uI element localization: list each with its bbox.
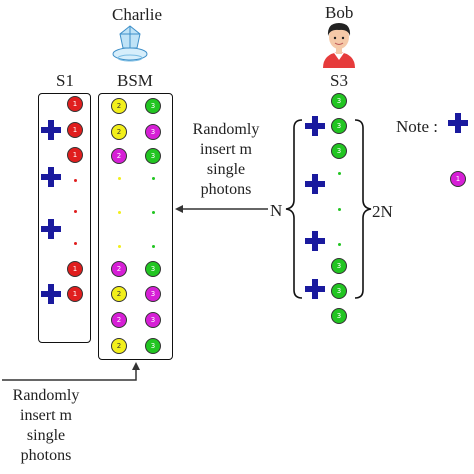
bsm-right-dot (151, 210, 155, 214)
bsm-left-photon-magenta: 2 (111, 148, 127, 164)
insert-arrow-bottom (2, 368, 137, 381)
n-label: N (270, 201, 283, 220)
s1-photon-red: 1 (67, 286, 83, 302)
two-n-label: 2N (372, 202, 393, 221)
s1-label: S1 (56, 71, 74, 90)
bsm-label: BSM (117, 71, 153, 90)
plus-basis-icon (41, 167, 61, 187)
s1-photon-red: 1 (67, 122, 83, 138)
s3-right-brace (354, 119, 372, 299)
s3-photon-green: 3 (331, 93, 347, 109)
bsm-right-dot (151, 244, 155, 248)
plus-basis-icon (305, 174, 325, 194)
bsm-left-photon-yellow: 2 (111, 286, 127, 302)
bsm-left-photon-yellow: 2 (111, 98, 127, 114)
s1-dot (73, 209, 77, 213)
bsm-right-photon-magenta: 3 (145, 286, 161, 302)
plus-basis-icon (305, 231, 325, 251)
bsm-right-photon-green: 3 (145, 338, 161, 354)
bsm-right-photon-green: 3 (145, 261, 161, 277)
s1-photon-red: 1 (67, 96, 83, 112)
bsm-left-photon-yellow: 2 (111, 338, 127, 354)
plus-basis-icon (41, 120, 61, 140)
s3-photon-green: 3 (331, 118, 347, 134)
s3-dot (337, 171, 341, 175)
s1-dot (73, 178, 77, 182)
insert-text-right: Randomly insert m single photons (192, 121, 260, 198)
bsm-left-photon-magenta: 2 (111, 261, 127, 277)
s1-photon-red: 1 (67, 261, 83, 277)
bsm-right-photon-magenta: 3 (145, 312, 161, 328)
s3-dot (337, 207, 341, 211)
bsm-right-photon-green: 3 (145, 98, 161, 114)
plus-basis-icon (41, 219, 61, 239)
bsm-left-dot (117, 176, 121, 180)
note-plus-icon (448, 113, 468, 133)
bsm-right-dot (151, 176, 155, 180)
bsm-left-photon-magenta: 2 (111, 312, 127, 328)
bsm-left-dot (117, 244, 121, 248)
s3-photon-green: 3 (331, 283, 347, 299)
bsm-left-dot (117, 210, 121, 214)
s3-photon-green: 3 (331, 258, 347, 274)
note-label: Note : (396, 117, 439, 136)
s3-label: S3 (330, 71, 348, 90)
bsm-right-photon-magenta: 3 (145, 124, 161, 140)
bsm-sequence-box (98, 93, 173, 360)
plus-basis-icon (305, 279, 325, 299)
charlie-label: Charlie (112, 5, 163, 24)
s1-photon-red: 1 (67, 147, 83, 163)
plus-basis-icon (305, 116, 325, 136)
bsm-right-photon-green: 3 (145, 148, 161, 164)
plus-basis-icon (41, 284, 61, 304)
s3-photon-green: 3 (331, 143, 347, 159)
bob-label: Bob (325, 3, 354, 22)
s3-photon-green: 3 (331, 308, 347, 324)
s1-sequence-box (38, 93, 91, 343)
bsm-left-photon-yellow: 2 (111, 124, 127, 140)
s1-dot (73, 241, 77, 245)
s3-dot (337, 242, 341, 246)
insert-text-bottom: Randomly insert m single photons (12, 387, 80, 464)
s3-left-brace (285, 119, 303, 299)
note-photon-magenta: 1 (450, 171, 466, 187)
